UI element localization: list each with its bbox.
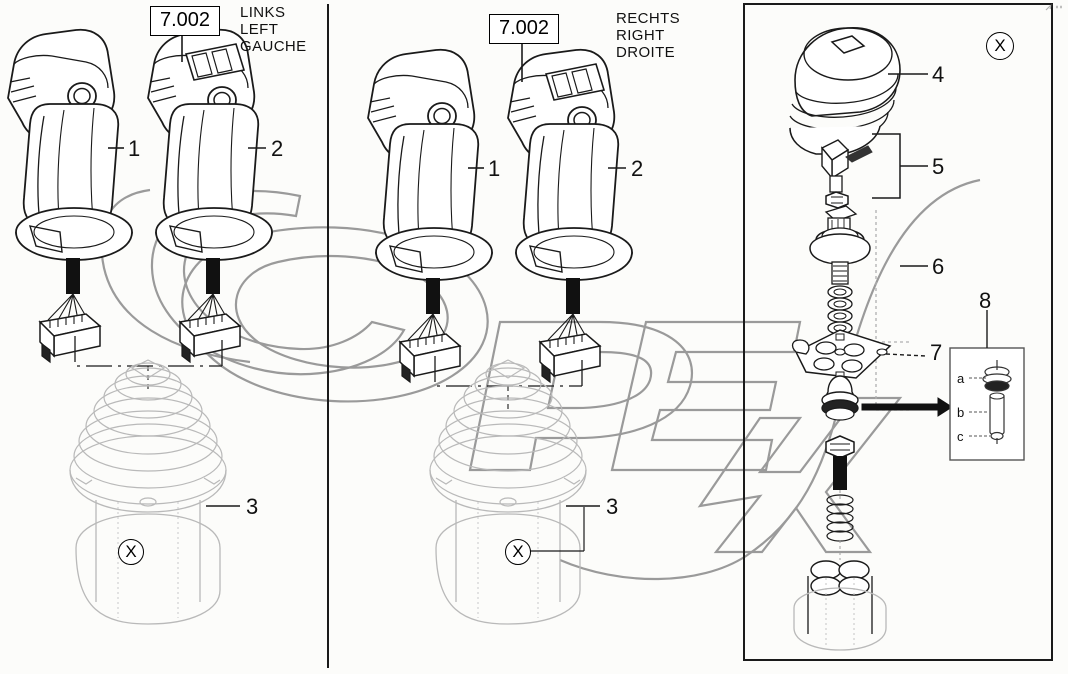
joystick-1-right: [367, 48, 493, 281]
lang-label-left-de: LINKS: [240, 4, 286, 21]
lang-label-right-en: RIGHT: [616, 27, 665, 44]
callout-number-3-right: 3: [606, 494, 619, 519]
callout-number-4: 4: [932, 62, 945, 87]
part-5-pin-and-nut: [820, 133, 928, 209]
assembly-link-right: [434, 356, 583, 387]
callout-number-1-left: 1: [128, 136, 141, 161]
left-section-group: [7, 28, 273, 625]
callout-leader-7: [885, 353, 927, 357]
detail-sub-label-a: a: [957, 371, 965, 386]
part-7-gasket-plate: [791, 329, 927, 379]
callout-number-1-right: 1: [488, 156, 501, 181]
joystick-1-left: [7, 28, 133, 261]
part-4-bellows-boot: [789, 27, 928, 155]
x-marker-right: X: [505, 539, 531, 565]
detail-arrow-5: [845, 145, 873, 163]
callout-number-5: 5: [932, 154, 945, 179]
lang-label-right-fr: DROITE: [616, 44, 676, 61]
x-marker-left: X: [118, 539, 144, 565]
cable-connector-2-left: [179, 257, 241, 363]
part-6-plunger-stack: [809, 205, 928, 411]
bracket-5: [872, 133, 901, 199]
base-assembly-3-left: [69, 359, 227, 625]
lang-label-left-fr: GAUCHE: [240, 38, 307, 55]
base-assembly-3-right: [429, 359, 587, 625]
part-8-plunger-detail: [821, 375, 953, 421]
detail-sub-label-c: c: [957, 429, 964, 444]
callout-number-2-left: 2: [271, 136, 284, 161]
joystick-2-right: [507, 48, 633, 281]
assembly-link-left: [74, 336, 223, 367]
detail-panel-border: [743, 3, 1053, 661]
detail-callout-arrow: [861, 397, 953, 417]
right-section-group: [367, 34, 633, 625]
part-lower-stack: [793, 435, 887, 651]
detail-panel-group: [743, 3, 1053, 661]
cable-connector-2-right: [539, 277, 601, 383]
ref-box-left: 7.002: [150, 6, 220, 36]
cable-connector-1-right: [399, 277, 461, 383]
x-marker-detail-panel: X: [986, 32, 1014, 60]
callout-number-3-left: 3: [246, 494, 259, 519]
callout-number-2-right: 2: [631, 156, 644, 181]
corner-registration-mark: [1045, 3, 1064, 11]
detail-sub-label-b: b: [957, 405, 965, 420]
callout-number-7: 7: [930, 340, 943, 365]
lang-label-left-en: LEFT: [240, 21, 279, 38]
callout-number-8: 8: [979, 288, 992, 313]
detail-inset-box: [949, 310, 1025, 461]
cable-connector-1-left: [39, 257, 101, 363]
ref-box-right: 7.002: [489, 14, 559, 44]
joystick-2-left: [147, 28, 273, 261]
callout-number-6: 6: [932, 254, 945, 279]
lang-label-right-de: RECHTS: [616, 10, 681, 27]
